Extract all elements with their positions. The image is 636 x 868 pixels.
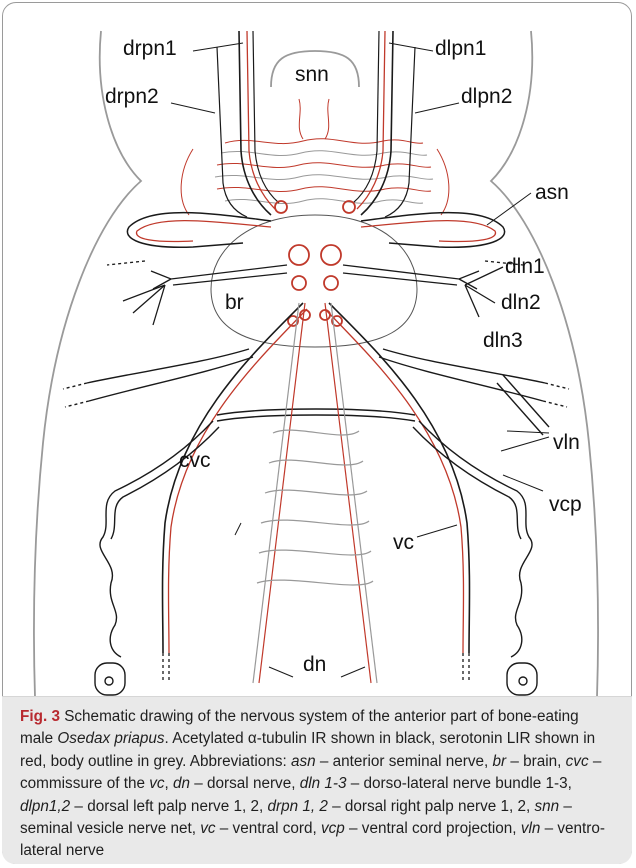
nervous-system-diagram: drpn1 drpn2 snn dlpn1 dlpn2 asn dln1 br … — [3, 3, 632, 697]
brain-outline — [211, 215, 417, 347]
label-drpn2: drpn2 — [105, 85, 159, 108]
abbr-asn: asn — [291, 753, 316, 770]
label-vln: vln — [553, 431, 580, 454]
label-vc: vc — [393, 531, 414, 554]
abbr-desc: – ventral cord projection, — [345, 820, 521, 837]
abbr-desc: – dorsal nerve, — [190, 775, 300, 792]
abbr-vcp: vcp — [321, 820, 345, 837]
figure-caption: Fig. 3 Schematic drawing of the nervous … — [2, 696, 632, 864]
label-dn: dn — [303, 653, 326, 676]
abbr-vln: vln — [521, 820, 541, 837]
figure-number: Fig. 3 — [20, 708, 60, 725]
ventro-lateral-nerves — [63, 349, 569, 435]
label-snn: snn — [295, 63, 329, 86]
label-dln1: dln1 — [505, 255, 545, 278]
label-cvc: cvc — [179, 449, 211, 472]
abbr-desc: – dorso-lateral nerve bundle 1-3, — [347, 775, 572, 792]
anterior-seminal-nerves — [127, 213, 504, 248]
abbr-desc: , — [165, 775, 174, 792]
abbr-vc-inline: vc — [149, 775, 164, 792]
species-name: Osedax priapus — [57, 730, 164, 747]
abbr-desc: – dorsal left palp nerve 1, 2, — [70, 798, 267, 815]
label-asn: asn — [535, 181, 569, 204]
label-drpn1: drpn1 — [123, 37, 177, 60]
brain-cells — [275, 201, 355, 326]
dorso-lateral-nerves — [107, 261, 523, 325]
ventral-cord-commissure — [217, 409, 415, 421]
abbr-snn: snn — [535, 798, 560, 815]
body-outline — [34, 31, 598, 697]
abbr-br: br — [493, 753, 507, 770]
abbr-dln: dln 1-3 — [300, 775, 347, 792]
label-dlpn2: dlpn2 — [461, 85, 512, 108]
abbr-vc: vc — [200, 820, 215, 837]
abbr-desc: – dorsal right palp nerve 1, 2, — [328, 798, 535, 815]
abbr-desc: – anterior seminal nerve, — [316, 753, 493, 770]
label-br: br — [225, 291, 244, 314]
abbr-desc: – brain, — [506, 753, 566, 770]
dorsal-nerves — [253, 303, 377, 683]
abbr-drpn: drpn 1, 2 — [267, 798, 327, 815]
label-leader-lines — [171, 43, 549, 677]
label-dln3: dln3 — [483, 329, 523, 352]
abbr-dlpn: dlpn1,2 — [20, 798, 70, 815]
abbr-cvc: cvc — [566, 753, 589, 770]
label-dln2: dln2 — [501, 291, 541, 314]
abbr-desc: – ventral cord, — [216, 820, 321, 837]
label-dlpn1: dlpn1 — [435, 37, 486, 60]
label-vcp: vcp — [549, 493, 582, 516]
abbr-dn: dn — [173, 775, 190, 792]
diagram-labels: drpn1 drpn2 snn dlpn1 dlpn2 asn dln1 br … — [105, 37, 582, 676]
